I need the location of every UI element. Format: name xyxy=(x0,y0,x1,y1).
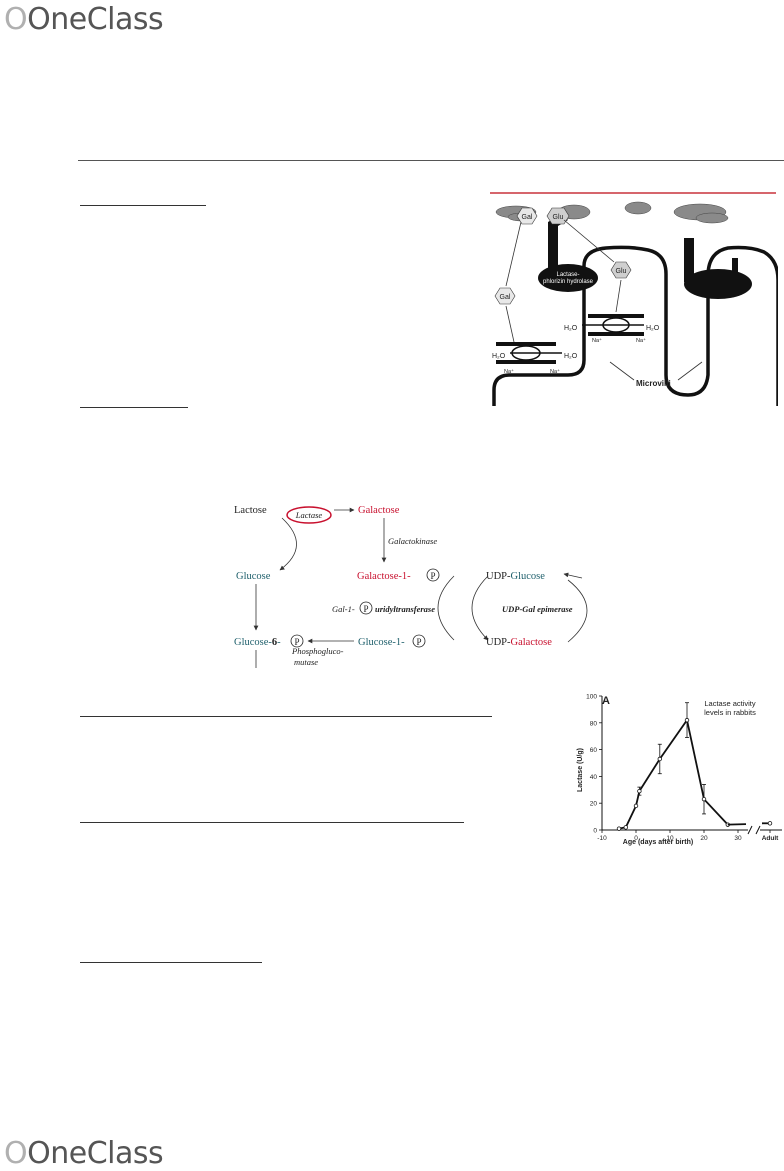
gal-hexagon: Gal xyxy=(516,207,538,225)
svg-text:uridyltransferase: uridyltransferase xyxy=(375,604,435,614)
x-tick-label: 20 xyxy=(700,835,708,842)
data-point xyxy=(623,825,628,830)
enzyme-label-2: phlorizin hydrolase xyxy=(543,279,594,285)
header-rule xyxy=(78,160,784,161)
x-tick-label: 10 xyxy=(666,835,674,842)
node-udp-galactose: UDP-Galactose xyxy=(486,637,552,648)
enzyme-right xyxy=(684,269,752,299)
svg-text:Na⁺: Na⁺ xyxy=(636,337,646,344)
cycle-mid xyxy=(471,575,489,641)
y-tick-label: 0 xyxy=(593,828,597,835)
svg-text:P: P xyxy=(294,637,299,647)
node-lactose: Lactose xyxy=(234,505,267,516)
svg-text:H₂O: H₂O xyxy=(492,353,506,360)
microvilli-label: Microvilli xyxy=(636,379,671,388)
node-galactose: Galactose xyxy=(358,505,400,516)
glu-hexagon-2: Glu xyxy=(610,261,632,279)
svg-text:Glu: Glu xyxy=(616,268,627,275)
transporter-right: H₂O H₂O Na⁺ Na⁺ xyxy=(564,314,660,344)
y-axis-label: Lactase (U/g) xyxy=(577,748,584,792)
chart-marks xyxy=(616,702,773,831)
data-point-adult xyxy=(767,821,773,826)
y-tick-label: 100 xyxy=(586,694,597,701)
node-glucose-6p: Glucose-6- xyxy=(234,637,281,648)
enzyme-lph xyxy=(538,264,598,292)
chart-panel-label: A xyxy=(602,695,610,707)
x-tick-label: -10 xyxy=(597,835,607,842)
x-tick-label: 0 xyxy=(634,835,638,842)
heading-underline-3 xyxy=(80,716,492,717)
heading-underline-4 xyxy=(80,822,464,823)
x-tick-label: 30 xyxy=(734,835,742,842)
lactose-pathway-diagram: Lactose Lactase Galactose Glucose Galact… xyxy=(234,505,588,668)
data-point xyxy=(633,803,639,809)
gal-hexagon-2: Gal xyxy=(494,287,516,305)
y-tick-label: 20 xyxy=(590,801,598,808)
node-glucose-1p: Glucose-1- xyxy=(358,637,405,648)
heading-underline-2 xyxy=(80,407,188,408)
svg-text:P: P xyxy=(416,637,421,647)
cycle-left xyxy=(437,575,455,641)
enzyme-phosphoglucomutase-1: Phosphogluco- xyxy=(291,646,344,656)
svg-text:Gal: Gal xyxy=(500,294,511,301)
data-point xyxy=(616,826,622,831)
flow-arrows xyxy=(505,219,622,343)
svg-text:H₂O: H₂O xyxy=(564,353,578,360)
svg-text:Na⁺: Na⁺ xyxy=(504,368,514,375)
series-line-tail xyxy=(727,823,747,826)
microvilli-figure: Lactase- phlorizin hydrolase Gal Glu Gal… xyxy=(488,190,778,406)
data-point xyxy=(637,788,642,794)
logo-text: OneClass xyxy=(27,2,164,37)
svg-text:P: P xyxy=(363,604,368,614)
logo-mark: O xyxy=(4,2,28,37)
svg-text:Glu: Glu xyxy=(553,214,564,221)
svg-text:P: P xyxy=(430,571,435,581)
node-udp-glucose: UDP-Glucose xyxy=(486,571,545,582)
enzyme-galactokinase: Galactokinase xyxy=(388,536,437,546)
y-tick-label: 40 xyxy=(590,774,598,781)
brand-logo: OOneClass xyxy=(4,2,164,37)
enzyme-udp-gal-epimerase: UDP-Gal epimerase xyxy=(502,604,573,614)
x-axis-label: Age (days after birth) xyxy=(623,839,693,846)
enzyme-uridyltransferase: Gal-1- xyxy=(332,604,355,614)
axis-break xyxy=(747,825,761,835)
y-tick-label: 80 xyxy=(590,720,598,727)
glu-hexagon: Glu xyxy=(546,207,570,225)
data-point xyxy=(701,796,707,802)
microvilli-outline xyxy=(492,245,778,406)
enzyme-label-1: Lactase- xyxy=(556,272,579,278)
series-line xyxy=(618,717,729,830)
x-tick-label: Adult xyxy=(762,835,779,842)
node-glucose: Glucose xyxy=(236,571,271,582)
node-galactose-1p: Galactose-1- xyxy=(357,571,411,582)
svg-text:H₂O: H₂O xyxy=(564,325,578,332)
svg-text:H₂O: H₂O xyxy=(646,325,660,332)
lactase-highlight xyxy=(286,506,332,524)
logo-mark: O xyxy=(4,1136,28,1171)
heading-underline-1 xyxy=(80,205,206,206)
heading-underline-5 xyxy=(80,962,262,963)
data-point xyxy=(657,756,662,762)
footer-logo: OOneClass xyxy=(4,1136,164,1171)
svg-text:Gal: Gal xyxy=(522,214,533,221)
svg-text:Na⁺: Na⁺ xyxy=(550,368,560,375)
y-tick-label: 60 xyxy=(590,747,598,754)
data-point xyxy=(684,717,690,723)
svg-text:Na⁺: Na⁺ xyxy=(592,337,602,344)
enzyme-lactase: Lactase xyxy=(295,510,323,520)
cycle-right xyxy=(567,579,588,643)
enzyme-phosphoglucomutase-2: mutase xyxy=(294,657,318,667)
transporter-left: H₂O H₂O Na⁺ Na⁺ xyxy=(492,342,578,375)
logo-text: OneClass xyxy=(27,1136,164,1171)
